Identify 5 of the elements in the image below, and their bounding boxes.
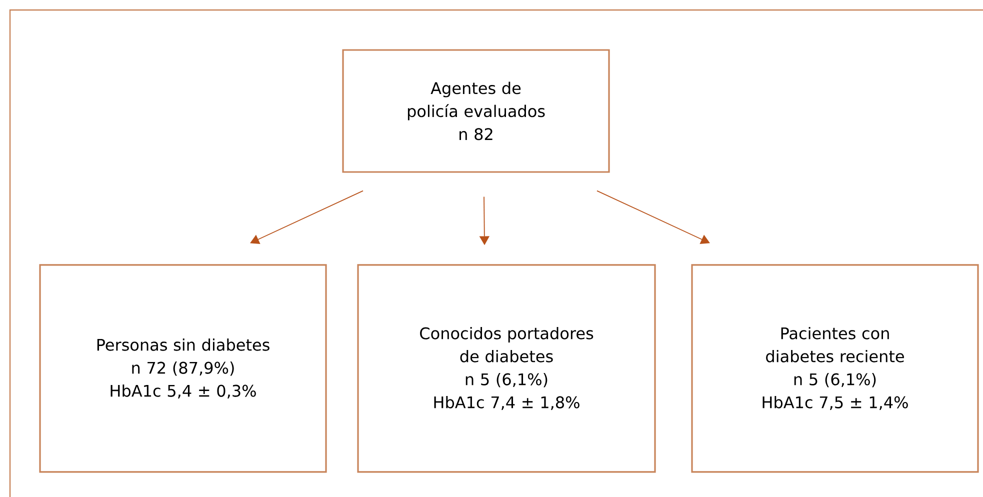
text-box: Personas sin diabetes n 72 (87,9%) HbA1c 5,4 ± 0,3% (39, 264, 327, 473)
arrow (250, 190, 364, 244)
text-box: Agentes de policía evaluados n 82 (342, 49, 610, 173)
text-box: Conocidos portadores de diabetes n 5 (6,1%) HbA1c 7,4 ± 1,8% (357, 264, 656, 473)
text-box: Pacientes con diabetes reciente n 5 (6,1%) HbA1c 7,5 ± 1,4% (691, 264, 979, 473)
